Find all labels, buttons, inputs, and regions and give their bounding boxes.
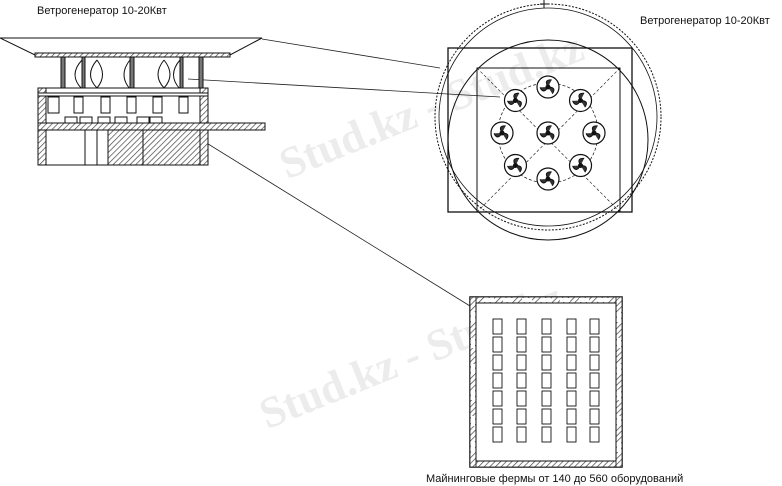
mining-rig [541,426,552,443]
mining-rig [492,336,503,353]
door [84,129,98,166]
wall-window [471,416,475,426]
wind-turbine-rotors [74,59,181,90]
wall-window [598,298,608,302]
lower-wall [107,129,201,166]
turbine-plan-view [434,0,662,241]
wall-window [617,442,621,452]
wall-window [471,364,475,374]
wall-window [579,298,589,302]
roof-canopy [0,37,263,56]
mining-rig [541,318,552,335]
mining-rig [589,336,600,353]
mining-rig [589,426,600,443]
mining-rig [589,318,600,335]
leader-line-roof [261,38,441,69]
mining-rig [566,354,577,371]
wall-window [560,298,570,302]
wall-window [484,298,494,302]
turbine-fan-icon [490,121,514,145]
elevation-view [0,37,266,166]
mining-rig [492,426,503,443]
mining-rig [516,354,527,371]
mining-rig [566,408,577,425]
leader-line-turbine [187,78,501,98]
mining-rig [541,390,552,407]
mining-rig [492,408,503,425]
wall-window [617,338,621,348]
wall-window [471,442,475,452]
turbine-fan-icon [536,75,560,99]
wall-window [503,298,513,302]
windows [47,96,189,114]
wall-window [617,416,621,426]
mining-rig [516,372,527,389]
turbine-fan-icon [582,121,606,145]
mining-rig [492,372,503,389]
turbine-fan-icon [568,88,593,113]
elevation-title: Ветрогенератор 10-20Квт [37,5,167,17]
mining-rig [492,390,503,407]
mining-rig [589,408,600,425]
mining-rig [516,336,527,353]
wall-window [471,338,475,348]
mining-rig [566,336,577,353]
turbine-fan-icon [503,153,528,178]
wall-window [617,312,621,322]
wall-window [541,298,551,302]
wall-window [522,298,532,302]
wall-window [471,390,475,400]
mining-rig [566,372,577,389]
wall-window [617,364,621,374]
mining-rig [492,354,503,371]
plan-title: Ветрогенератор 10-20Квт [640,15,770,27]
mining-rig [566,318,577,335]
mining-rig [541,354,552,371]
turbine-fan-icon [536,121,560,145]
mining-rig [516,426,527,443]
mining-rig [541,408,552,425]
mining-rig [492,318,503,335]
canopy-plate [34,52,231,58]
mining-farm-plan [469,296,623,468]
mining-rig [566,426,577,443]
mining-rig [541,372,552,389]
mining-rig [541,336,552,353]
turbine-fan-icon [536,167,560,191]
mining-rig [566,390,577,407]
mining-rig [516,408,527,425]
mining-rig [589,390,600,407]
turbine-fan-icon [503,88,528,113]
mining-rig [516,390,527,407]
mining-rig [589,372,600,389]
turbine-fan-icon [568,153,593,178]
farm-title: Майнинговые фермы от 140 до 560 оборудов… [426,473,684,485]
mining-rig [516,318,527,335]
floor-slab [37,122,266,131]
mining-rig [589,354,600,371]
wall-window [617,390,621,400]
wall-window [471,312,475,322]
